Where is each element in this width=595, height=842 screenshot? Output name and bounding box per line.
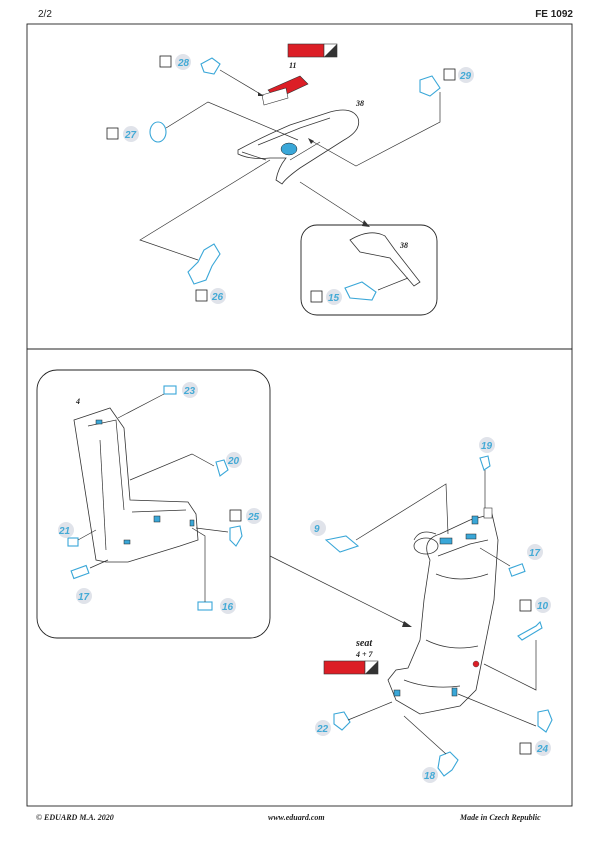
seat-parts: 4 + 7 [355, 650, 374, 659]
callout-17: 17 [529, 548, 541, 559]
fold-icon [519, 599, 532, 612]
part-28 [200, 57, 221, 75]
top-panel-frame [26, 23, 573, 350]
part-16 [197, 601, 213, 611]
callout-16: 16 [222, 602, 234, 613]
part-9 [324, 535, 360, 553]
part-26 [187, 243, 221, 285]
part-24 [537, 709, 553, 733]
part-10 [517, 620, 543, 641]
fold-icon [443, 68, 456, 81]
part-20 [215, 459, 229, 477]
product-code: FE 1092 [535, 9, 573, 20]
part-38 [237, 87, 360, 185]
fold-icon [195, 289, 208, 302]
part-label-38: 38 [355, 99, 364, 108]
callout-22: 22 [316, 724, 329, 735]
copyright: © EDUARD M.A. 2020 [36, 813, 114, 822]
part-15 [344, 281, 377, 301]
paint-marker-top [287, 43, 338, 58]
fold-icon [106, 127, 119, 140]
callout-19: 19 [481, 441, 493, 452]
inset-part-38 [349, 232, 421, 287]
fold-icon [519, 742, 532, 755]
part-23 [163, 385, 177, 395]
callout-17-inset: 17 [78, 592, 90, 603]
callout-10: 10 [537, 601, 549, 612]
callout-9: 9 [314, 524, 320, 535]
fold-icon [229, 509, 242, 522]
part-29 [419, 75, 441, 97]
part-18 [437, 751, 459, 777]
part-25 [229, 525, 243, 547]
seat-title: seat [355, 638, 373, 649]
inset-part-label-4: 4 [75, 397, 80, 406]
part-17 [508, 563, 526, 577]
callout-15: 15 [328, 293, 340, 304]
callout-18: 18 [424, 771, 436, 782]
callout-21: 21 [58, 526, 71, 537]
part-17-inset [70, 564, 90, 580]
paint-marker-seat [323, 660, 379, 675]
ejection-seat [387, 507, 499, 715]
callout-23: 23 [183, 386, 196, 397]
callout-25: 25 [247, 512, 260, 523]
inset-label-38: 38 [399, 241, 408, 250]
callout-29: 29 [459, 71, 472, 82]
callout-26: 26 [211, 292, 224, 303]
callout-27: 27 [124, 130, 137, 141]
callout-28: 28 [177, 58, 190, 69]
part-21 [67, 537, 79, 547]
callout-24: 24 [536, 744, 549, 755]
page-number: 2/2 [38, 9, 52, 20]
callout-20: 20 [227, 456, 240, 467]
website-link[interactable]: www.eduard.com [268, 813, 325, 822]
fold-icon [159, 55, 172, 68]
made-in: Made in Czech Republic [460, 813, 541, 822]
part-22 [333, 711, 351, 731]
part-label-11: 11 [289, 61, 297, 70]
bottom-panel-frame [26, 348, 573, 807]
part-27 [149, 121, 167, 143]
part-19 [479, 455, 491, 471]
fold-icon [310, 290, 323, 303]
